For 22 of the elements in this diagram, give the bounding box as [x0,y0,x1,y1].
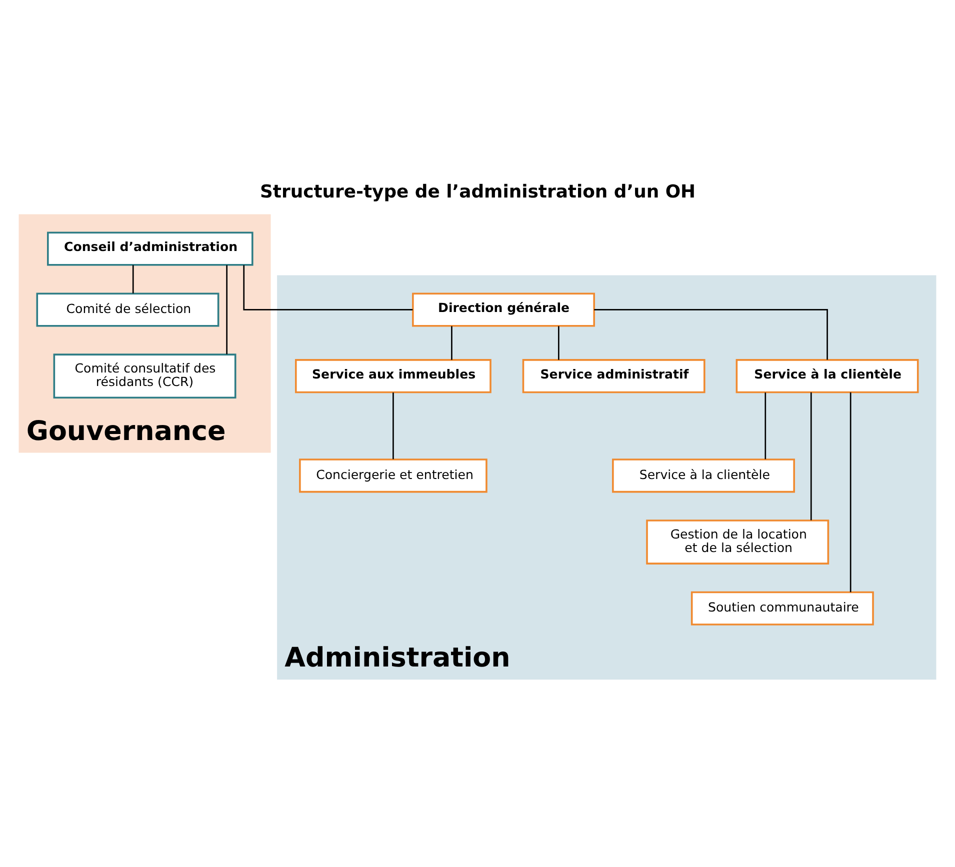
node-box: Service à la clientèle [736,359,919,394]
node-box: Conciergerie et entretien [299,458,488,493]
node-box: Conseil d’administration [47,232,254,266]
connector [243,265,413,310]
node-box: Gestion de la location et de la sélection [646,520,830,564]
node-box: Direction générale [412,292,595,327]
node-box: Comité consultatif des résidants (CCR) [53,354,236,399]
connector [226,265,228,354]
connector [451,326,452,360]
node-box: Service aux immeubles [294,359,492,394]
node-box: Service administratif [522,359,706,394]
node-box: Service à la clientèle [612,458,795,493]
connector [850,392,852,592]
connector [132,265,134,294]
node-box: Comité de sélection [36,292,220,327]
connector [558,326,560,360]
connector [764,392,766,460]
connector [810,392,812,520]
connector [392,392,394,460]
connector [594,309,828,360]
diagram-title: Structure-type de l’administration d’un OH [260,182,696,203]
node-box: Soutien communautaire [690,591,874,626]
